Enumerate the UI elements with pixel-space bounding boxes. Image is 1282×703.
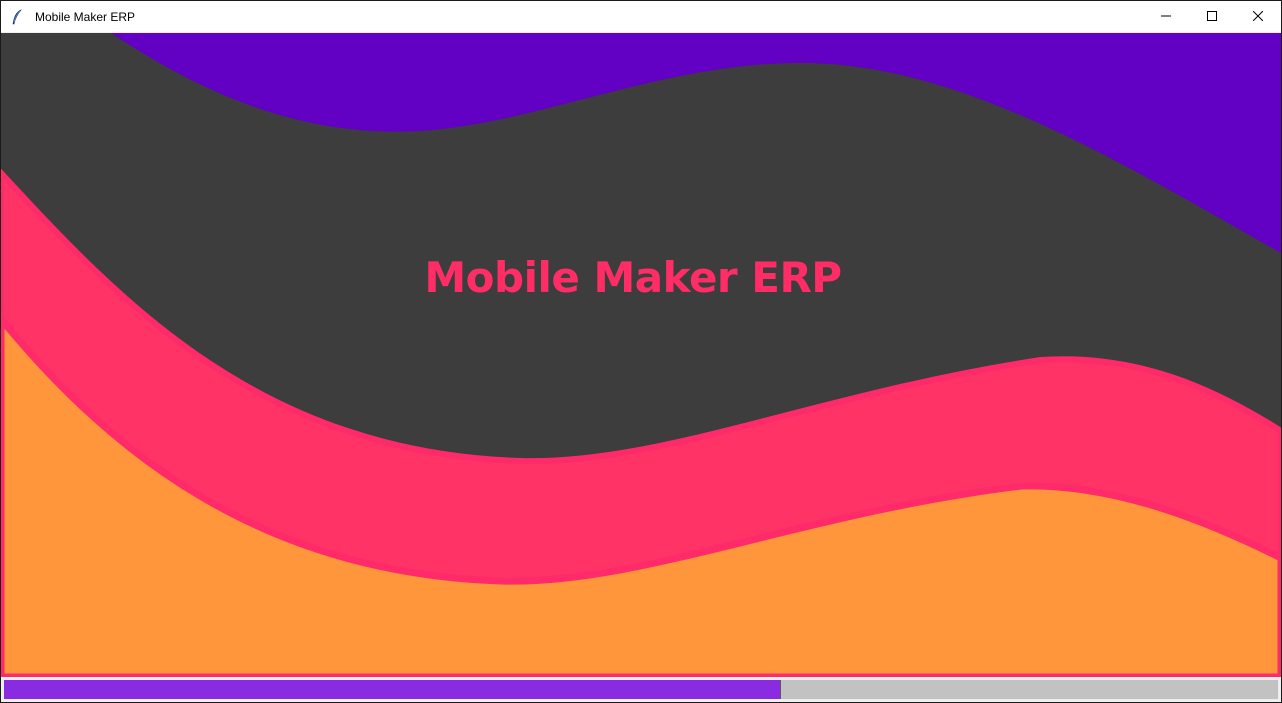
purple-wave bbox=[111, 33, 1281, 253]
maximize-button[interactable] bbox=[1189, 1, 1235, 32]
splash-canvas: Mobile Maker ERP bbox=[1, 33, 1281, 677]
title-bar[interactable]: Mobile Maker ERP bbox=[1, 1, 1281, 32]
minimize-button[interactable] bbox=[1143, 1, 1189, 32]
loading-progress-bar bbox=[3, 679, 1279, 700]
wave-background bbox=[1, 33, 1281, 677]
splash-title: Mobile Maker ERP bbox=[424, 253, 842, 302]
feather-icon bbox=[9, 8, 25, 25]
progress-fill bbox=[4, 680, 782, 699]
orange-wave bbox=[1, 313, 1281, 677]
maximize-icon bbox=[1207, 8, 1217, 26]
close-icon bbox=[1252, 8, 1264, 26]
minimize-icon bbox=[1161, 8, 1171, 26]
window-controls bbox=[1143, 1, 1281, 32]
window-title: Mobile Maker ERP bbox=[35, 9, 136, 24]
close-button[interactable] bbox=[1235, 1, 1281, 32]
